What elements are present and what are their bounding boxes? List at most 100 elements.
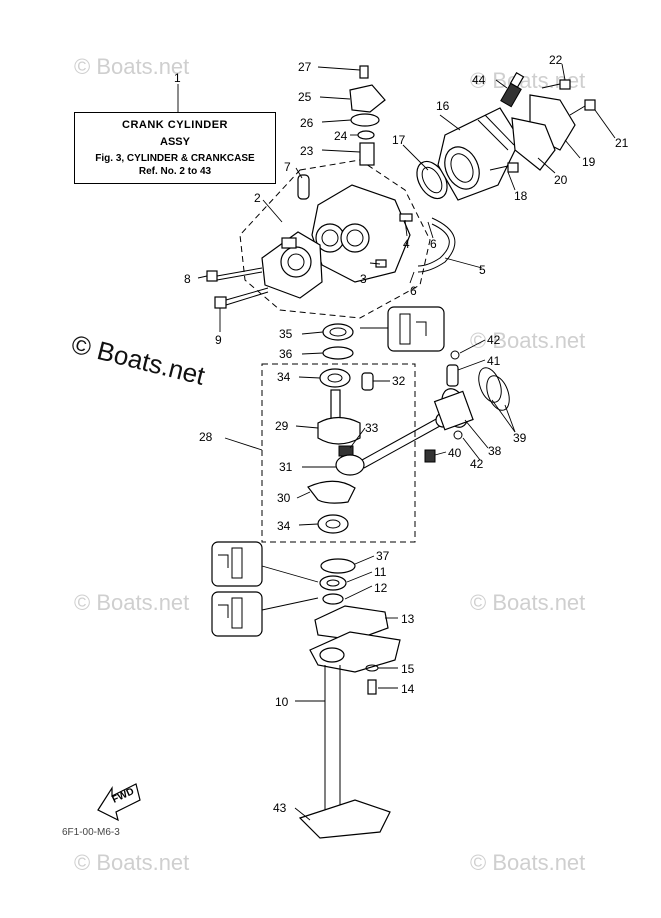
callout-30: 30 [277,491,291,505]
callout-23: 23 [300,144,314,158]
callout-8: 8 [184,272,191,286]
assembly-subtitle: ASSY [160,136,190,148]
drawing-code: 6F1-00-M6-3 [62,827,120,838]
callout-2: 2 [254,191,261,205]
bolt-8 [206,267,263,282]
leader-lines [197,63,616,821]
callout-21: 21 [615,136,629,150]
callout-20: 20 [554,173,568,187]
callout-42b: 42 [470,457,484,471]
bolt-27 [359,65,369,79]
callout-41: 41 [487,354,501,368]
oil-seal-11 [319,575,347,591]
callout-6: 6 [410,284,417,298]
callout-22: 22 [549,53,563,67]
callout-14: 14 [401,682,415,696]
thermostat-23 [359,142,375,166]
o-ring-37 [320,558,356,574]
bolt-14 [367,679,377,695]
callout-39: 39 [513,431,527,445]
hose-5 [417,217,456,273]
thermostat-cover-25 [349,84,386,113]
assembly-outline-2 [239,159,431,319]
callout-28: 28 [199,430,213,444]
callout-18: 18 [514,189,528,203]
callout-19: 19 [582,155,596,169]
spark-plug-44 [500,71,525,108]
ref-range: Ref. No. 2 to 43 [138,166,212,177]
figure-reference: Fig. 3, CYLINDER & CRANKCASE [95,153,255,164]
callout-34b: 34 [277,519,291,533]
callout-35: 35 [279,327,293,341]
watermark: © Boats.net [470,328,585,353]
assembly-outline-28 [261,363,416,543]
assembly-title: CRANK CYLINDER [122,119,228,131]
dowel-pin-7 [297,174,310,200]
bolt-21 [569,99,596,116]
callout-4: 4 [403,237,410,251]
gasket-26 [350,113,380,127]
callout-42: 42 [487,333,501,347]
sealant-icon [211,541,263,587]
callout-1: 1 [174,71,181,85]
callout-7: 7 [284,160,291,174]
callout-3: 3 [360,272,367,286]
callout-32: 32 [392,374,406,388]
callout-11: 11 [374,565,387,579]
sealant-icon [211,591,263,637]
crank-web-30 [307,480,356,504]
callout-12: 12 [374,581,388,595]
piston-38 [433,388,474,431]
sealant-icon [387,306,445,352]
callout-33: 33 [365,421,379,435]
callout-27: 27 [298,60,312,74]
assembly-title-box: CRANK CYLINDER ASSY Fig. 3, CYLINDER & C… [74,112,276,184]
watermark: © Boats.net [470,850,585,875]
watermark: © Boats.net [470,590,585,615]
clip-42 [450,350,460,360]
callout-29: 29 [275,419,289,433]
callout-24: 24 [334,129,348,143]
callout-43: 43 [273,801,287,815]
fitting-4 [399,213,413,222]
callout-34: 34 [277,370,291,384]
o-ring-36 [322,346,354,360]
bolt-18 [489,162,519,173]
watermark: © Boats.net [74,590,189,615]
bearing-34-lower [317,514,349,534]
piston-ring-39 [478,367,502,403]
watermark: © Boats.net [74,850,189,875]
oil-seal-12 [322,593,344,605]
cylinder-16 [437,107,521,201]
crankshaft-29 [317,389,361,445]
gasket-20 [511,117,556,171]
oil-seal-35 [322,323,354,341]
callout-13: 13 [401,612,415,626]
bolt-9 [214,287,269,309]
callout-44: 44 [472,73,486,87]
callout-labels: 1 2 3 4 5 6 6 7 8 9 10 11 12 13 14 15 16… [174,53,629,815]
callout-38: 38 [488,444,502,458]
callout-25: 25 [298,90,312,104]
callout-31: 31 [279,460,293,474]
callout-17: 17 [392,133,406,147]
callout-36: 36 [279,347,293,361]
callout-10: 10 [275,695,289,709]
crankcase [261,184,411,299]
watermark: © Boats.net [74,54,189,79]
callout-37: 37 [376,549,390,563]
callout-5: 5 [479,263,486,277]
pin-32 [361,372,374,391]
callout-16: 16 [436,99,450,113]
ring-24 [357,130,375,140]
fwd-arrow-icon: FWD [97,783,141,822]
callout-6b: 6 [430,237,437,251]
callout-15: 15 [401,662,415,676]
gasket-13 [314,605,389,641]
bearing-34 [319,368,351,388]
clip-42b [453,430,463,440]
callout-40: 40 [448,446,462,460]
gasket-43 [298,799,391,839]
